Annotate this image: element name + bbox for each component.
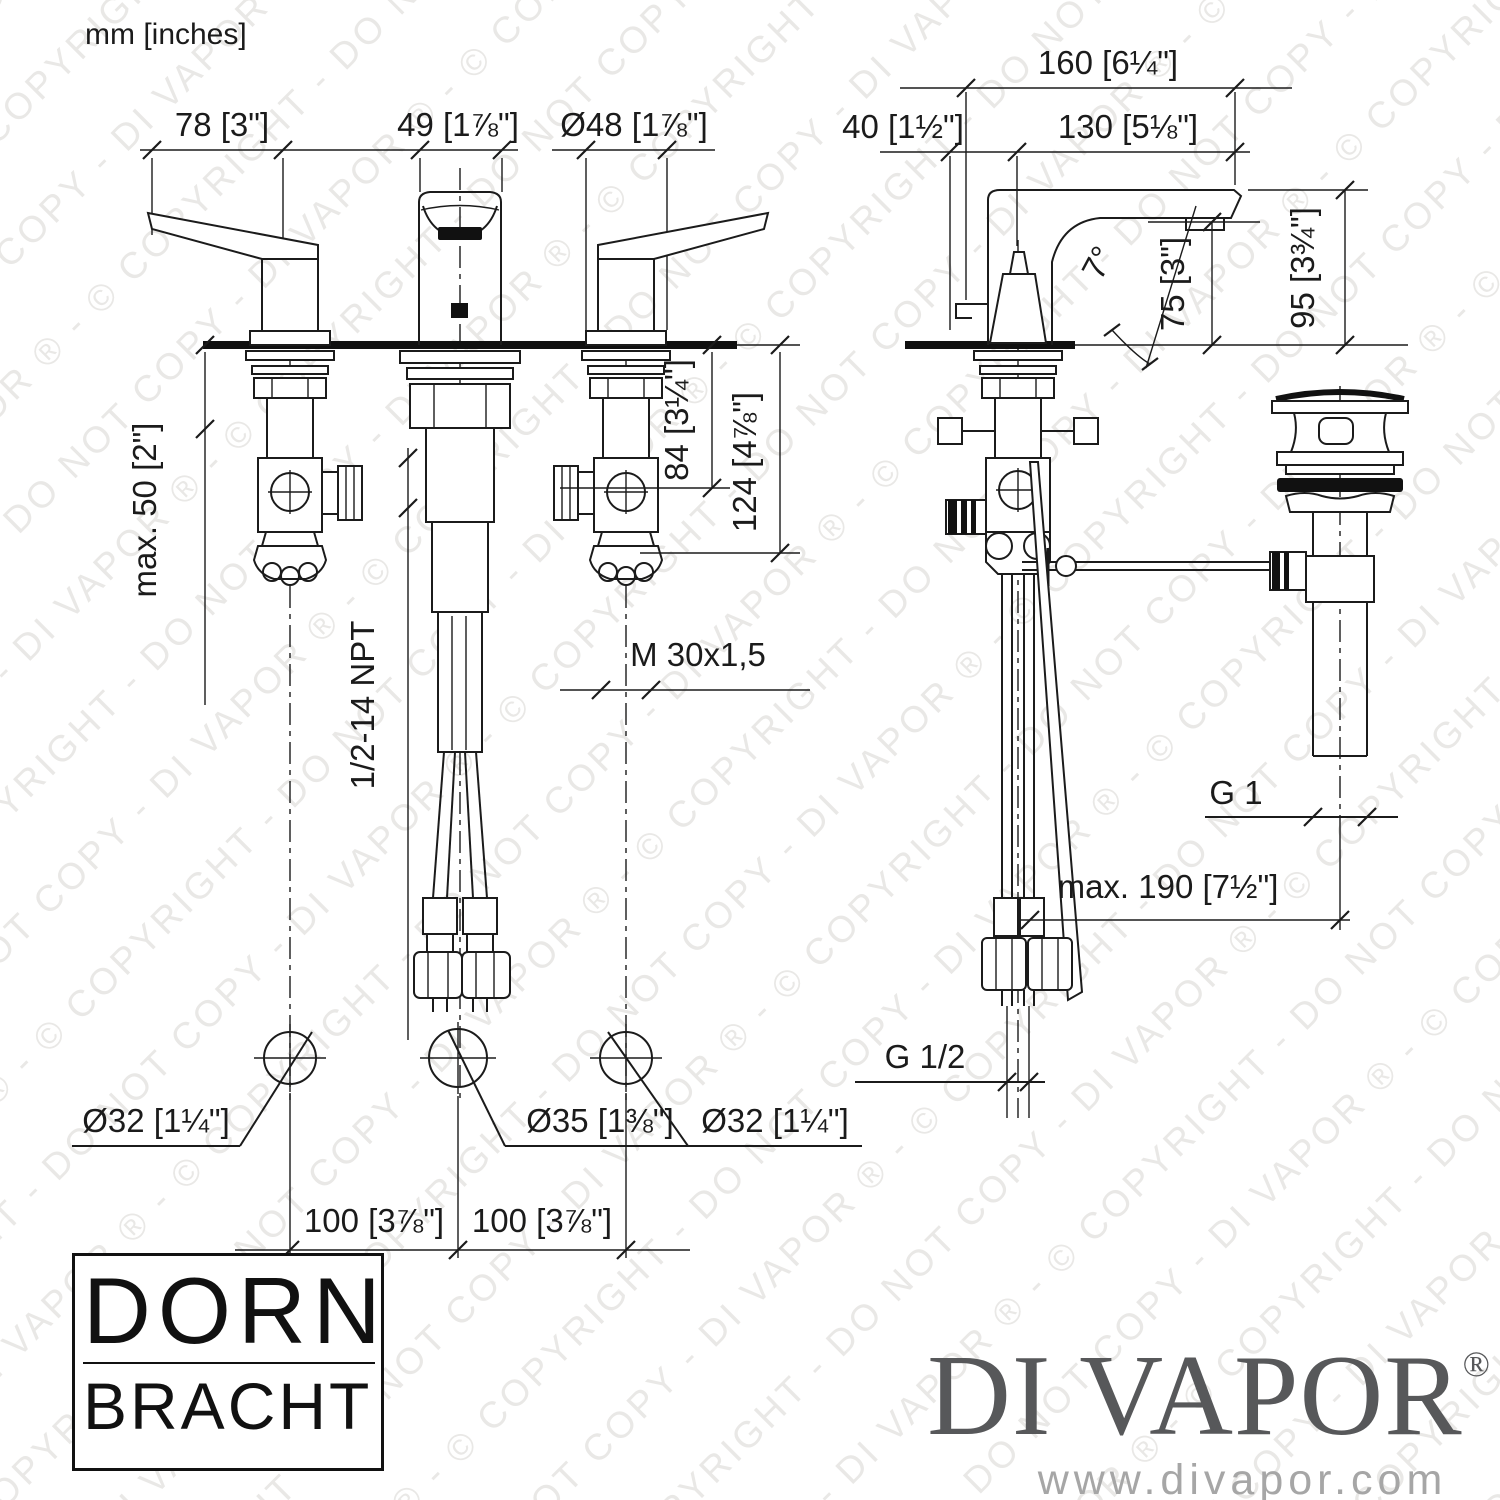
- divapor-name: DI VAPOR: [927, 1332, 1463, 1460]
- dim-max-depth: max. 190 [7½"]: [1058, 868, 1279, 905]
- dornbracht-line2: BRACHT: [83, 1369, 373, 1443]
- dim-handle-width: 78 [3"]: [175, 106, 269, 143]
- drain-assembly: [1269, 389, 1409, 757]
- side-valve: [937, 350, 1099, 575]
- dim-reach-spout: 130 [5⅛"]: [1058, 108, 1198, 145]
- dim-max-deck: max. 50 [2"]: [126, 423, 163, 598]
- supply-pipes: [981, 574, 1073, 1118]
- registered-mark: ®: [1462, 1344, 1490, 1384]
- divapor-logo: DI VAPOR® www.divapor.com: [845, 1308, 1490, 1500]
- dim-spout-angle: 7°: [1074, 240, 1121, 285]
- dim-handle-offset: 40 [1½"]: [842, 108, 964, 145]
- dim-thread-supply: G 1/2: [885, 1038, 966, 1075]
- dim-reach-total: 160 [6¼"]: [1038, 44, 1178, 81]
- popup-rod: [1022, 461, 1272, 1002]
- center-shank: [399, 350, 521, 1012]
- dim-height-aerator: 75 [3"]: [1154, 237, 1191, 331]
- front-view: mm [inches] 78 [3"] 49 [1⅞"] Ø48 [1⅞"]: [72, 18, 862, 1260]
- divapor-url: www.divapor.com: [1037, 1456, 1448, 1500]
- dim-thread-m30: M 30x1,5: [630, 636, 766, 673]
- left-handle: [146, 211, 331, 346]
- dim-spacing-right: 100 [3⅞"]: [472, 1202, 612, 1239]
- dim-spout-width: 49 [1⅞"]: [397, 106, 519, 143]
- right-handle: [585, 211, 770, 346]
- dornbracht-logo: DORN BRACHT: [72, 1253, 384, 1471]
- units-note: mm [inches]: [85, 18, 247, 51]
- dornbracht-rule: [83, 1362, 375, 1364]
- center-spout: [418, 191, 502, 345]
- left-valve: [245, 350, 363, 586]
- dim-rosette-dia: Ø48 [1⅞"]: [560, 106, 707, 143]
- spout-body: [955, 189, 1243, 345]
- dim-depth-valve: 124 [4⅞"]: [726, 392, 763, 532]
- dornbracht-line1: DORN: [83, 1258, 384, 1363]
- side-view: 160 [6¼"] 40 [1½"] 130 [5⅛"] 7° 75 [3"] …: [842, 44, 1409, 1118]
- dim-hole-left: Ø32 [1¼"]: [82, 1102, 229, 1139]
- right-valve: [553, 350, 671, 586]
- divapor-name-row: DI VAPOR®: [845, 1308, 1490, 1454]
- hole-circles: [72, 1022, 862, 1147]
- dim-height-total: 95 [3¾"]: [1284, 207, 1321, 329]
- dim-thread-npt: 1/2-14 NPT: [344, 621, 381, 790]
- dim-hole-right: Ø32 [1¼"]: [701, 1102, 848, 1139]
- dim-thread-drain: G 1: [1209, 774, 1262, 811]
- dim-depth-outlet: 84 [3¼"]: [658, 359, 695, 481]
- dim-hole-center: Ø35 [1⅜"]: [526, 1102, 673, 1139]
- dim-spacing-left: 100 [3⅞"]: [304, 1202, 444, 1239]
